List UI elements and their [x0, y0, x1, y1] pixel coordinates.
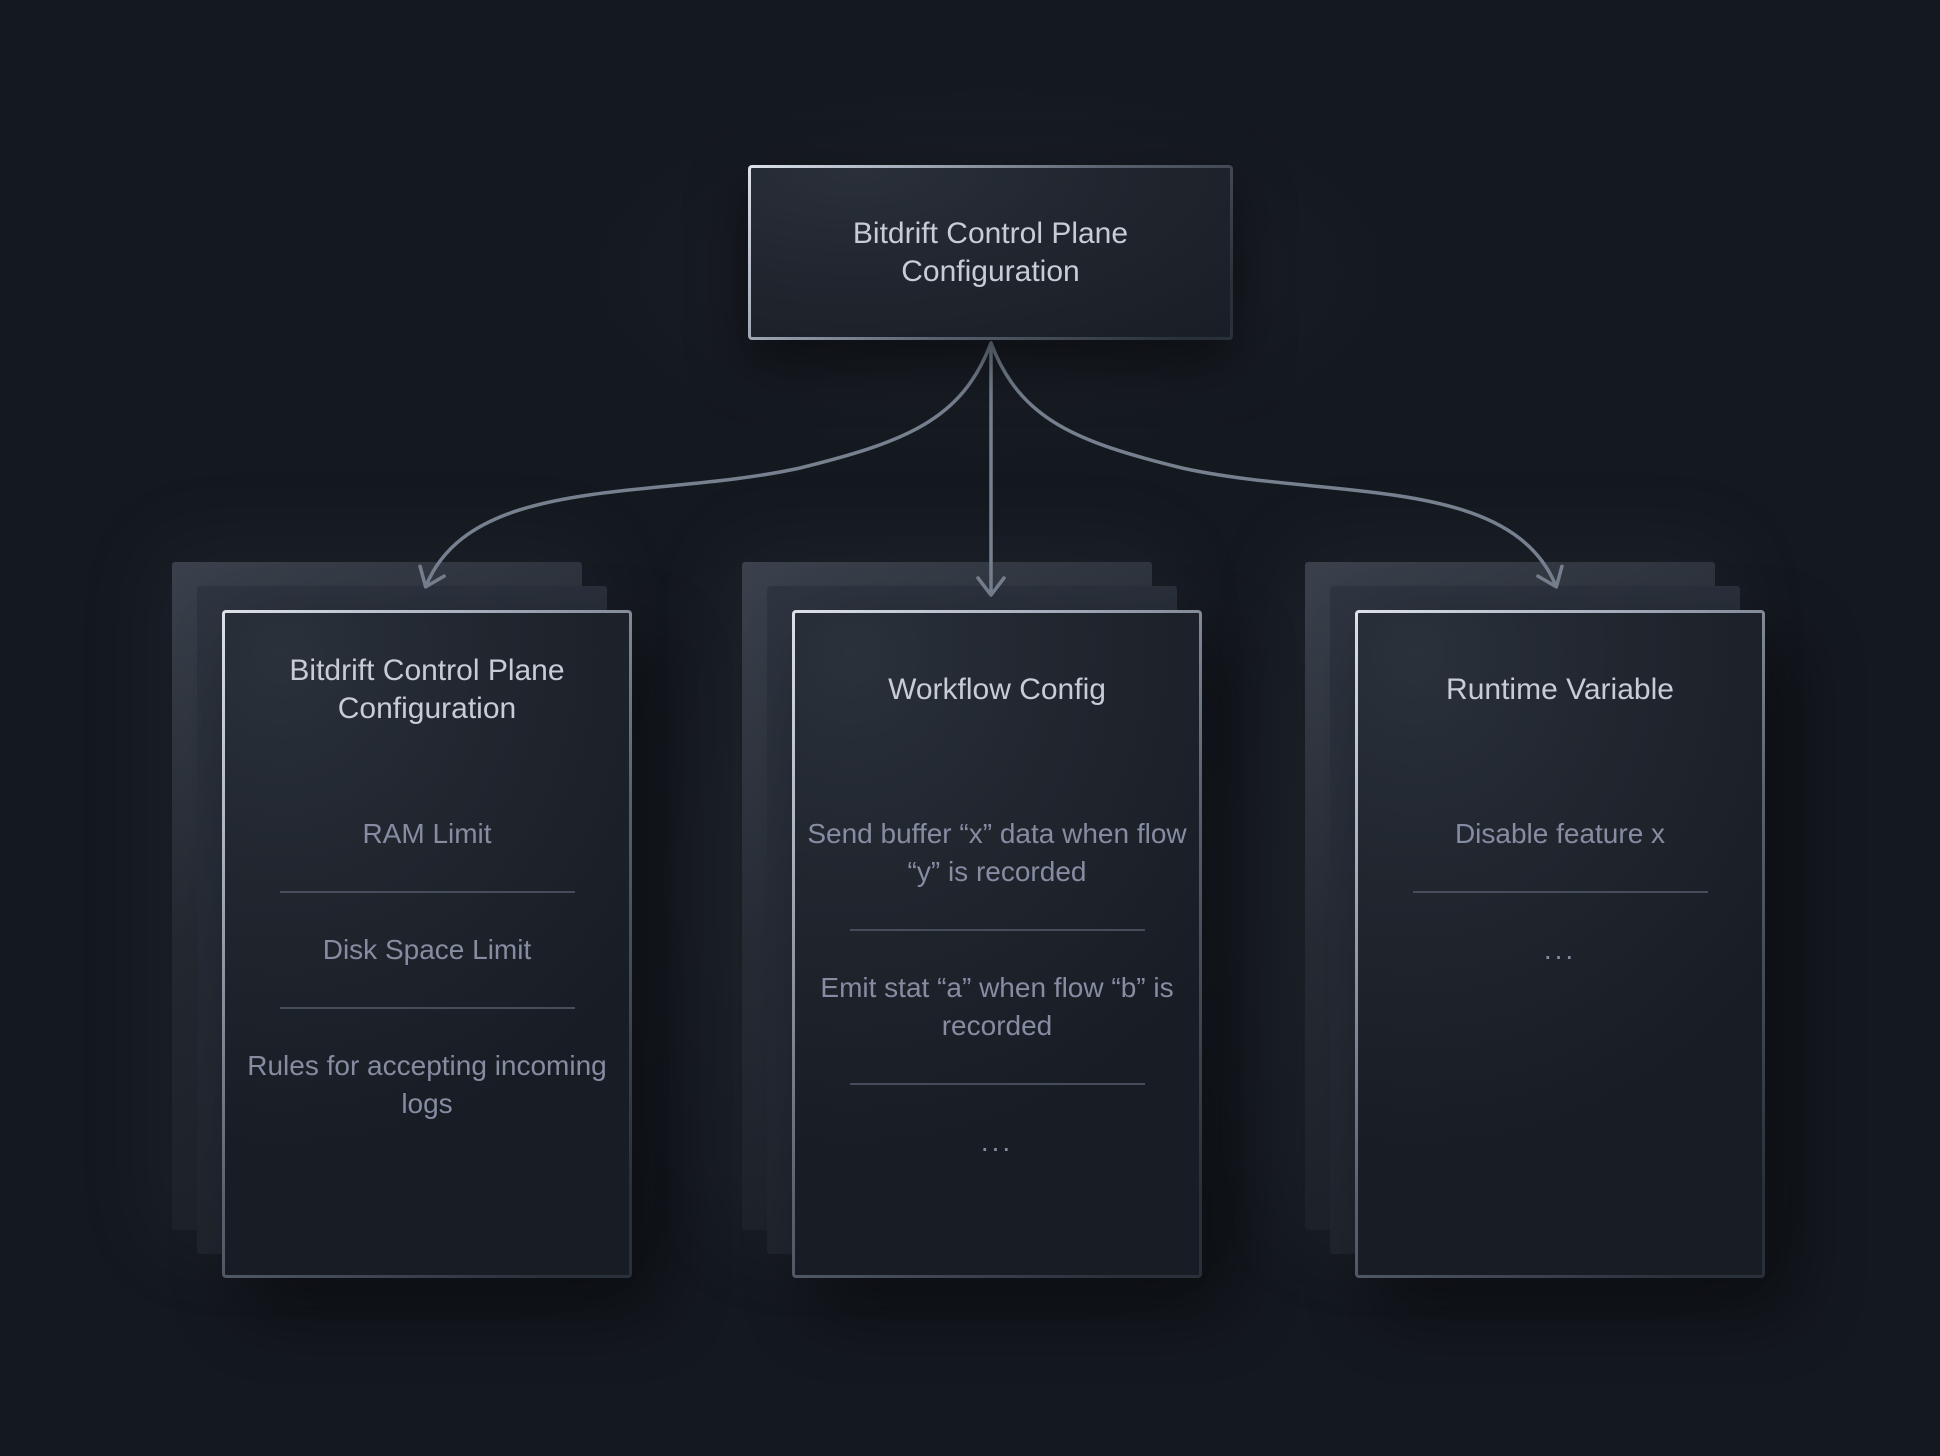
divider — [1412, 891, 1708, 893]
divider — [849, 1083, 1145, 1085]
card-items: Disable feature x ... — [1358, 815, 1762, 969]
card-title: Runtime Variable — [1358, 613, 1762, 767]
card-item: Disk Space Limit — [225, 931, 629, 969]
card-item-label: Rules for accepting incoming logs — [247, 1050, 607, 1119]
card-item-label: RAM Limit — [362, 818, 492, 849]
card-item-label: Send buffer “x” data when flow “y” is re… — [807, 818, 1187, 887]
card-title-label: Runtime Variable — [1446, 673, 1674, 706]
card-bitdrift-config: Bitdrift Control Plane Configuration RAM… — [222, 610, 632, 1278]
card-workflow-config: Workflow Config Send buffer “x” data whe… — [792, 610, 1202, 1278]
stack-runtime-variable: Runtime Variable Disable feature x ... — [1305, 562, 1765, 1278]
card-item: Emit stat “a” when flow “b” is recorded — [795, 969, 1199, 1045]
card-title: Bitdrift Control Plane Configuration — [225, 613, 629, 767]
card-runtime-variable: Runtime Variable Disable feature x ... — [1355, 610, 1765, 1278]
card-item-label: ... — [980, 1126, 1014, 1157]
divider — [279, 1007, 575, 1009]
arrow-to-right-card — [989, 341, 1564, 589]
card-item-label: Disk Space Limit — [322, 934, 532, 965]
card-item: Disable feature x — [1358, 815, 1762, 853]
card-item: RAM Limit — [225, 815, 629, 853]
divider — [279, 891, 575, 893]
card-items: Send buffer “x” data when flow “y” is re… — [795, 815, 1199, 1161]
root-node-label: Bitdrift Control Plane Configuration — [852, 216, 1129, 288]
card-item: Rules for accepting incoming logs — [225, 1047, 629, 1123]
card-item-ellipsis: ... — [1358, 931, 1762, 969]
divider — [849, 929, 1145, 931]
card-title: Workflow Config — [795, 613, 1199, 767]
card-item: Send buffer “x” data when flow “y” is re… — [795, 815, 1199, 891]
arrow-to-left-card — [418, 341, 993, 589]
card-items: RAM Limit Disk Space Limit Rules for acc… — [225, 815, 629, 1123]
card-item-ellipsis: ... — [795, 1123, 1199, 1161]
card-item-label: Emit stat “a” when flow “b” is recorded — [820, 972, 1174, 1041]
card-item-label: ... — [1543, 934, 1577, 965]
root-node-bitdrift-control-plane: Bitdrift Control Plane Configuration — [748, 165, 1233, 340]
stack-workflow-config: Workflow Config Send buffer “x” data whe… — [742, 562, 1202, 1278]
card-item-label: Disable feature x — [1454, 818, 1666, 849]
card-title-label: Workflow Config — [888, 673, 1106, 706]
card-title-label: Bitdrift Control Plane Configuration — [289, 654, 565, 725]
stack-bitdrift-config: Bitdrift Control Plane Configuration RAM… — [172, 562, 632, 1278]
